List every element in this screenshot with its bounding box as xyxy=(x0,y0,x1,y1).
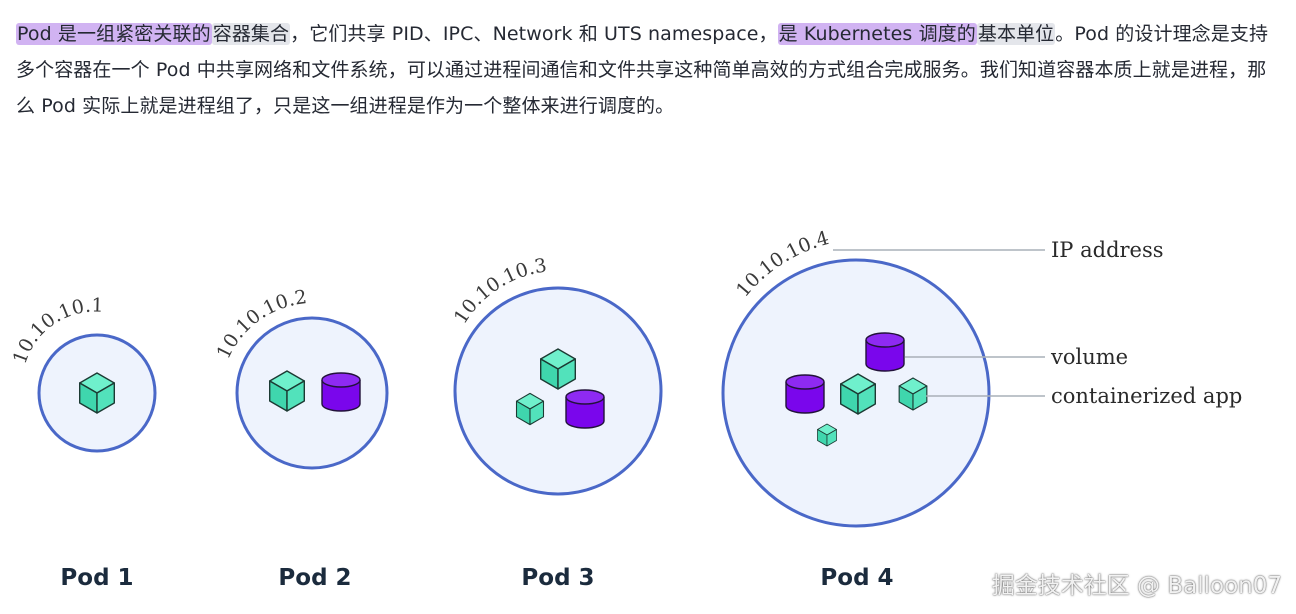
volume-cylinder xyxy=(865,332,905,372)
highlight-text: Pod 是一组紧密关联的 xyxy=(16,23,212,45)
legend-volume: volume xyxy=(1050,345,1128,369)
watermark: 掘金技术社区 @ Balloon07 xyxy=(991,573,1282,599)
legend-ip-address: IP address xyxy=(1051,238,1164,262)
volume-cylinder xyxy=(321,372,361,412)
volume-cylinder xyxy=(565,389,605,429)
pod-circle xyxy=(453,286,663,496)
description-paragraph: Pod 是一组紧密关联的容器集合，它们共享 PID、IPC、Network 和 … xyxy=(16,16,1278,124)
highlight-text: 是 Kubernetes 调度的 xyxy=(777,23,977,45)
volume-cylinder xyxy=(785,374,825,414)
legend-containerized-app: containerized app xyxy=(1051,384,1242,408)
pod-circle xyxy=(235,316,389,470)
highlight-text-gray: 基本单位 xyxy=(976,23,1056,45)
pod-label: Pod 3 xyxy=(521,565,594,591)
pod-label: Pod 4 xyxy=(820,565,893,591)
body-text: 。Pod 的设计理念是支持多个容器在一个 Pod 中共享网络和文件系统，可以通过… xyxy=(16,23,1269,117)
highlight-text-gray: 容器集合 xyxy=(211,23,291,45)
pod-label: Pod 2 xyxy=(278,565,351,591)
body-text: ，它们共享 PID、IPC、Network 和 UTS namespace， xyxy=(290,23,778,45)
pod-label: Pod 1 xyxy=(60,565,133,591)
